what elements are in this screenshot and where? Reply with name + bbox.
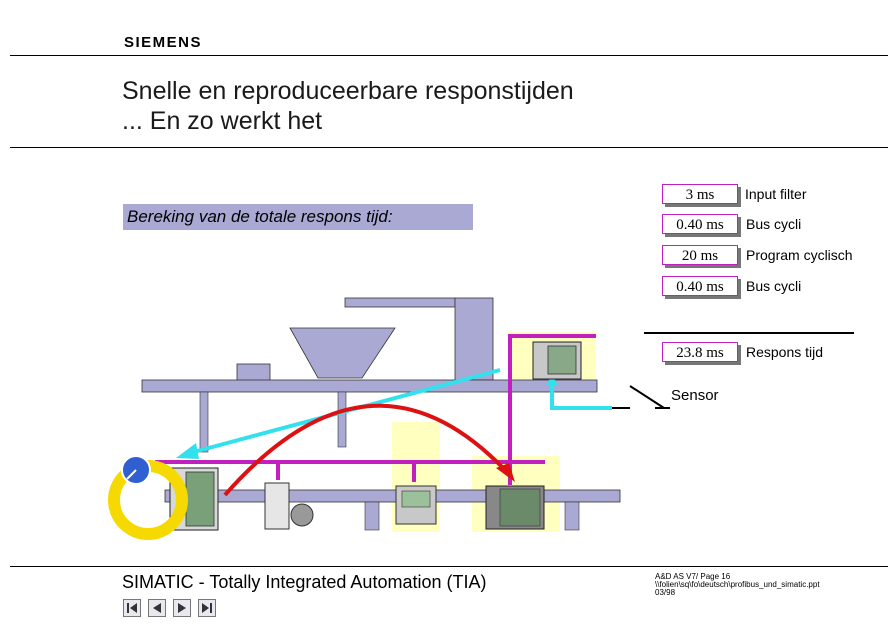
step-4-value: 0.40 ms bbox=[662, 276, 738, 296]
next-icon bbox=[178, 603, 186, 613]
footer-rule bbox=[10, 566, 888, 567]
nav-first-button[interactable] bbox=[123, 599, 141, 617]
siemens-logo: SIEMENS bbox=[124, 34, 203, 51]
step-3-value: 20 ms bbox=[662, 245, 738, 265]
motor bbox=[290, 503, 314, 527]
sensor-label: Sensor bbox=[671, 387, 719, 404]
total-value: 23.8 ms bbox=[662, 342, 738, 362]
drive-unit bbox=[264, 482, 290, 530]
step-1-label: Input filter bbox=[745, 186, 807, 202]
upper-conveyor bbox=[141, 379, 598, 393]
sum-rule bbox=[644, 332, 854, 334]
sensor-line bbox=[550, 382, 612, 410]
red-arrowhead bbox=[496, 463, 515, 482]
upper-leg-1 bbox=[199, 391, 209, 453]
step-2-label: Bus cycli bbox=[746, 216, 802, 232]
sensor-arrowhead bbox=[546, 374, 558, 386]
page-title: Snelle en reproduceerbare responstijden … bbox=[122, 76, 574, 136]
step-2-value: 0.40 ms bbox=[662, 214, 738, 234]
lower-leg-1 bbox=[364, 501, 380, 531]
upper-plc-display bbox=[547, 345, 577, 375]
ref-line-3: 03/98 bbox=[655, 588, 676, 597]
bus-to-upper-plc bbox=[508, 334, 596, 380]
upper-leg-2 bbox=[337, 391, 347, 448]
small-box bbox=[236, 363, 271, 382]
nav-last-button[interactable] bbox=[198, 599, 216, 617]
header-rule bbox=[10, 55, 888, 56]
step-4-label: Bus cycli bbox=[746, 278, 802, 294]
title-line-1: Snelle en reproduceerbare responstijden bbox=[122, 77, 574, 105]
stopwatch-hand bbox=[126, 469, 137, 480]
operator-panel-screen bbox=[401, 490, 431, 508]
title-rule bbox=[10, 147, 888, 148]
ref-line-2: \\folien\sq\fo\deutsch\profibus_und_sima… bbox=[655, 580, 820, 589]
first-icon bbox=[127, 603, 137, 613]
overhead-column bbox=[454, 297, 494, 381]
red-arrow-arc bbox=[223, 403, 507, 497]
overhead-beam bbox=[344, 297, 456, 308]
total-label: Respons tijd bbox=[746, 344, 824, 360]
step-1-value: 3 ms bbox=[662, 184, 738, 204]
right-plc-modules bbox=[499, 488, 541, 527]
previous-icon bbox=[153, 603, 161, 613]
sensor-contact bbox=[629, 385, 665, 409]
lower-conveyor bbox=[164, 489, 621, 503]
title-line-2: ... En zo werkt het bbox=[122, 107, 323, 135]
calc-label: Bereking van de totale respons tijd: bbox=[123, 204, 473, 230]
lower-leg-2 bbox=[564, 501, 580, 531]
nav-previous-button[interactable] bbox=[148, 599, 166, 617]
left-plc-modules bbox=[185, 471, 215, 527]
last-icon bbox=[202, 603, 212, 613]
hopper bbox=[289, 327, 396, 379]
nav-next-button[interactable] bbox=[173, 599, 191, 617]
ref-line-1: A&D AS V7/ Page 16 bbox=[655, 572, 731, 581]
step-3-label: Program cyclisch bbox=[746, 247, 853, 263]
footer-reference: A&D AS V7/ Page 16 \\folien\sq\fo\deutsc… bbox=[655, 573, 820, 597]
cyan-arrowhead bbox=[176, 443, 199, 459]
footer-product: SIMATIC - Totally Integrated Automation … bbox=[122, 572, 487, 592]
